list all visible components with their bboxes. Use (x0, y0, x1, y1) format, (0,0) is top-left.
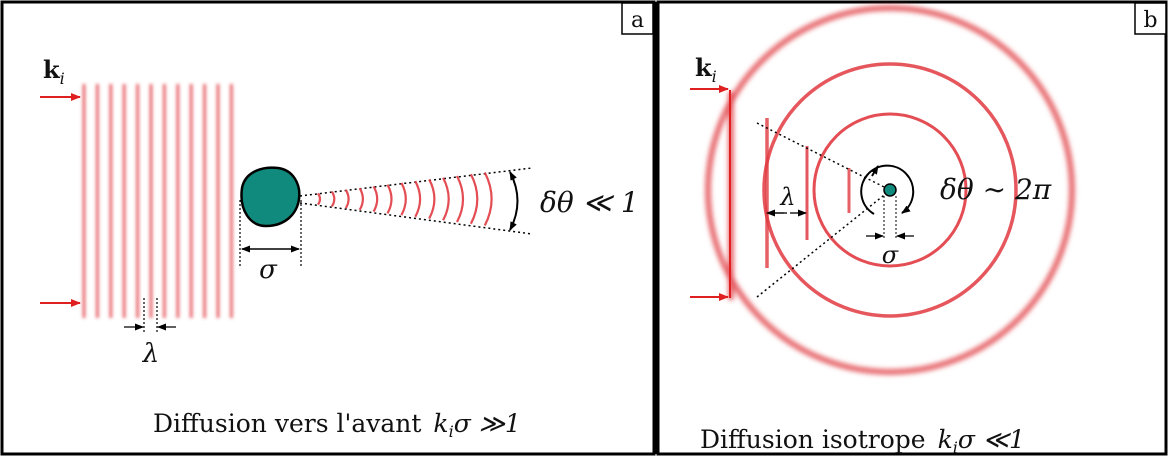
forward-wavefront-arc (429, 179, 434, 218)
forward-wavefront-arc (374, 186, 378, 211)
size-marker-b (866, 196, 914, 240)
angle-label-b: δθ ∼ 2π (940, 173, 1052, 206)
forward-wavefront-arc (485, 172, 492, 225)
forward-wavefront-arc (457, 176, 463, 222)
small-particle (884, 184, 896, 196)
forward-wavefront-arc (332, 192, 334, 207)
forward-wavefront-arc (360, 188, 363, 210)
size-label-a: σ (259, 255, 278, 285)
panel-b-frame (658, 2, 1166, 454)
wavelength-label-b: λ (779, 183, 795, 211)
angle-arrow-a (510, 172, 518, 230)
cone-lower-edge-a (300, 203, 532, 234)
forward-wavefront-arc (318, 193, 320, 204)
panel-a-wavevector-label: ki (43, 55, 65, 88)
panel-a-tag: a (631, 8, 644, 33)
panel-a: a ki λ σ δθ ≪ 1 D (2, 2, 654, 454)
panel-b-wavevector-label: ki (695, 53, 717, 86)
panel-b-tag: b (1143, 8, 1157, 33)
panel-a-frame (2, 2, 654, 454)
wavelength-label-a: λ (142, 339, 159, 369)
large-particle (242, 168, 300, 226)
forward-wavefront-arc (415, 181, 420, 217)
forward-wavefront-arc (401, 183, 405, 215)
forward-wavefront-arc (471, 174, 477, 224)
panel-b: b ki λ (656, 2, 1166, 456)
forward-wavefront-arc (388, 185, 392, 214)
plane-wavefronts (84, 84, 231, 318)
forward-wavefront-arc (443, 178, 449, 221)
forward-wavefront-arc (346, 190, 349, 208)
size-label-b: σ (882, 241, 899, 269)
angle-label-a: δθ ≪ 1 (540, 186, 639, 219)
